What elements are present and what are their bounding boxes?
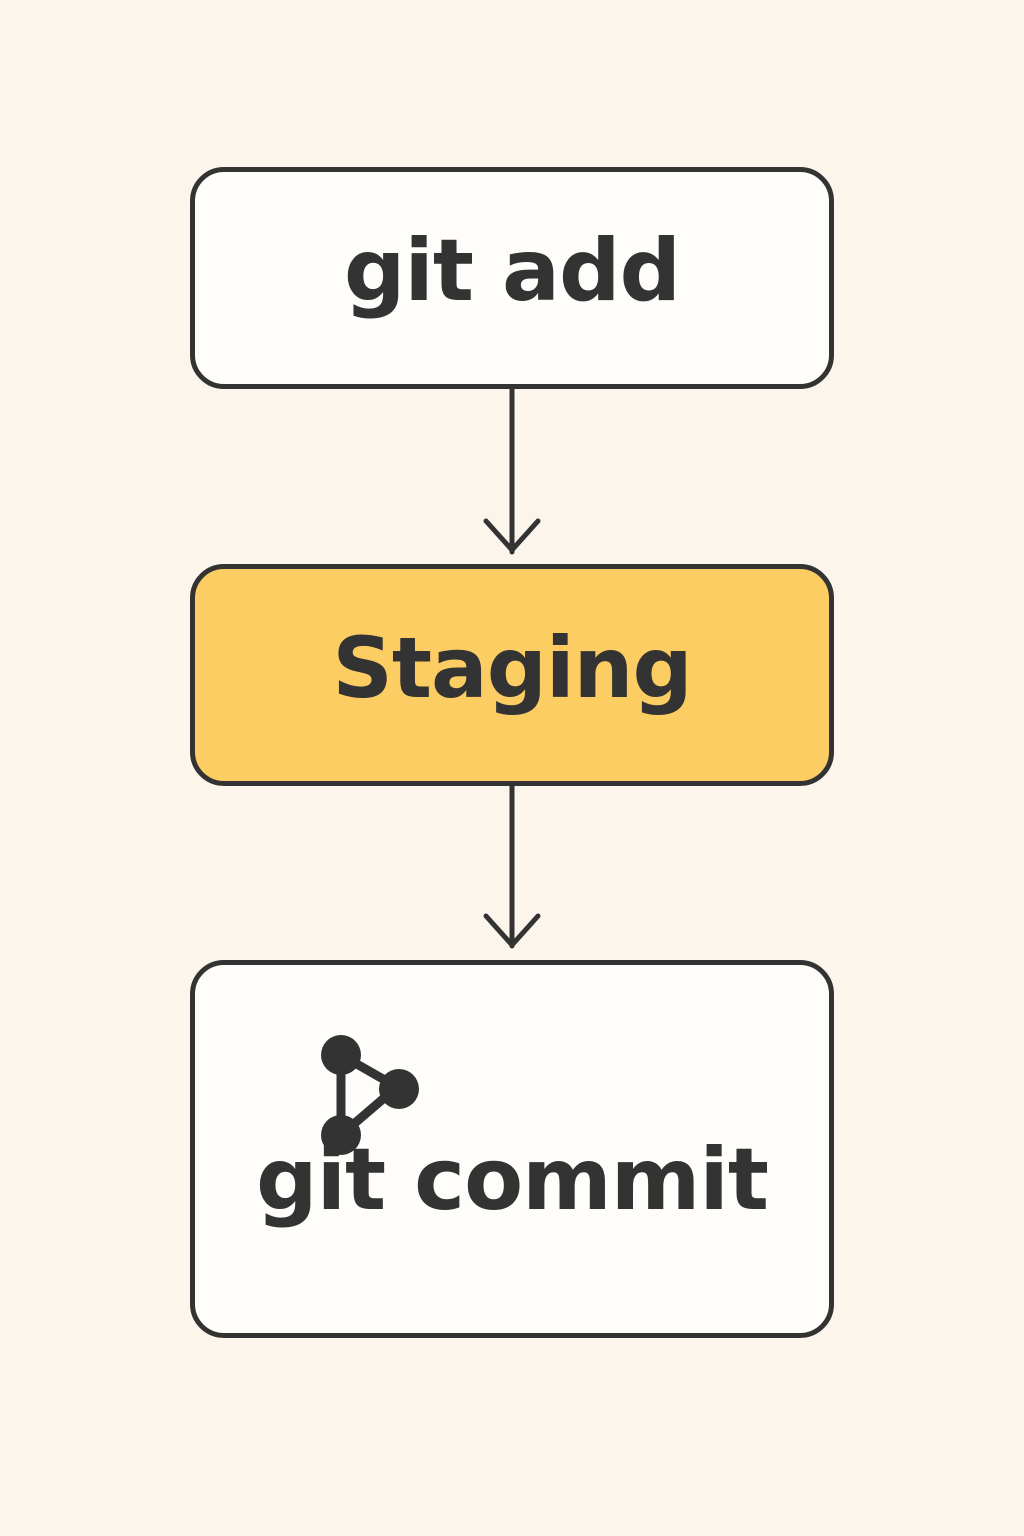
git-commit-box: git commit (190, 960, 834, 1338)
arrow-git-add-to-staging (483, 386, 541, 555)
arrow-staging-to-git-commit (483, 783, 541, 949)
commit-graph-icon (321, 1035, 419, 1155)
staging-box: Staging (190, 564, 834, 786)
git-commit-label: git commit (256, 1130, 769, 1230)
git-add-label: git add (343, 221, 681, 321)
git-add-box: git add (190, 167, 834, 389)
staging-label: Staging (332, 619, 692, 717)
